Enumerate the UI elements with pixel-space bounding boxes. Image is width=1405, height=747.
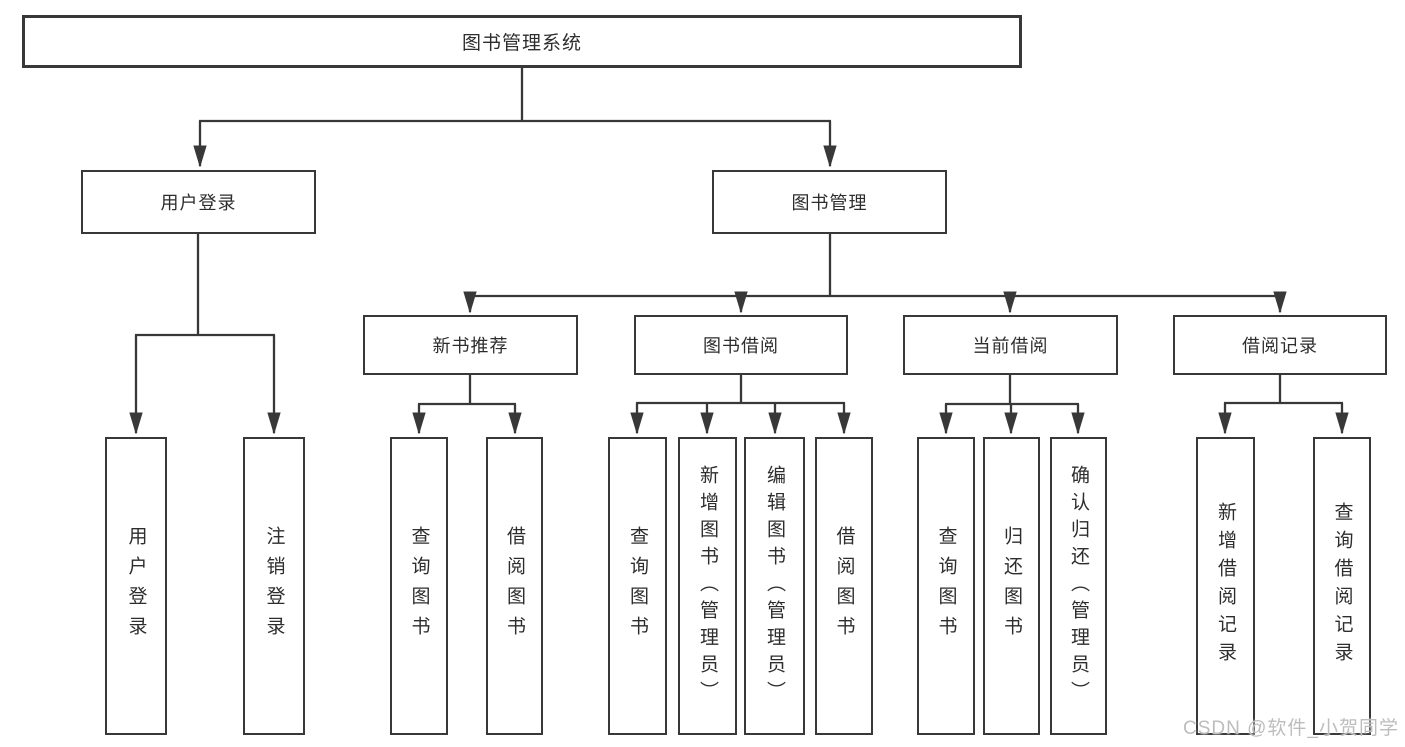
leaf-query-books-recommend: 查询图书 — [390, 437, 448, 735]
leaf-edit-books-admin-label: 编辑图书（管理员） — [764, 464, 785, 708]
leaf-edit-books-admin: 编辑图书（管理员） — [744, 437, 805, 735]
leaf-user-login-label: 用户登录 — [125, 526, 147, 646]
leaf-return-books: 归还图书 — [983, 437, 1040, 735]
leaf-add-borrow-record: 新增借阅记录 — [1196, 437, 1255, 735]
leaf-logout-label: 注销登录 — [263, 526, 285, 646]
leaf-query-books-borrow: 查询图书 — [608, 437, 667, 735]
leaf-user-login: 用户登录 — [105, 437, 167, 735]
leaf-query-books-current-label: 查询图书 — [935, 526, 957, 646]
leaf-query-borrow-record: 查询借阅记录 — [1313, 437, 1371, 735]
leaf-return-books-label: 归还图书 — [1001, 526, 1022, 646]
leaf-borrow-books: 借阅图书 — [815, 437, 873, 735]
leaf-add-books-admin-label: 新增图书（管理员） — [697, 464, 718, 708]
node-current-borrowing: 当前借阅 — [903, 315, 1118, 375]
leaf-query-books-recommend-label: 查询图书 — [408, 526, 430, 646]
leaf-borrow-books-recommend-label: 借阅图书 — [504, 526, 525, 646]
leaf-logout: 注销登录 — [243, 437, 305, 735]
leaf-confirm-return-admin-label: 确认归还（管理员） — [1068, 464, 1089, 708]
leaf-query-books-current: 查询图书 — [917, 437, 975, 735]
leaf-confirm-return-admin: 确认归还（管理员） — [1050, 437, 1107, 735]
node-library-management-system: 图书管理系统 — [22, 15, 1022, 68]
node-user-login: 用户登录 — [81, 170, 316, 234]
csdn-watermark: CSDN @软件_小贺同学 — [1183, 718, 1399, 739]
node-borrowing-records: 借阅记录 — [1173, 315, 1387, 375]
node-book-borrowing: 图书借阅 — [634, 315, 848, 375]
leaf-query-books-borrow-label: 查询图书 — [627, 526, 648, 646]
node-book-management: 图书管理 — [712, 170, 947, 234]
node-new-book-recommendation: 新书推荐 — [363, 315, 578, 375]
leaf-query-borrow-record-label: 查询借阅记录 — [1331, 502, 1353, 670]
leaf-borrow-books-recommend: 借阅图书 — [486, 437, 543, 735]
leaf-borrow-books-label: 借阅图书 — [833, 526, 855, 646]
leaf-add-borrow-record-label: 新增借阅记录 — [1215, 502, 1236, 670]
leaf-add-books-admin: 新增图书（管理员） — [678, 437, 737, 735]
